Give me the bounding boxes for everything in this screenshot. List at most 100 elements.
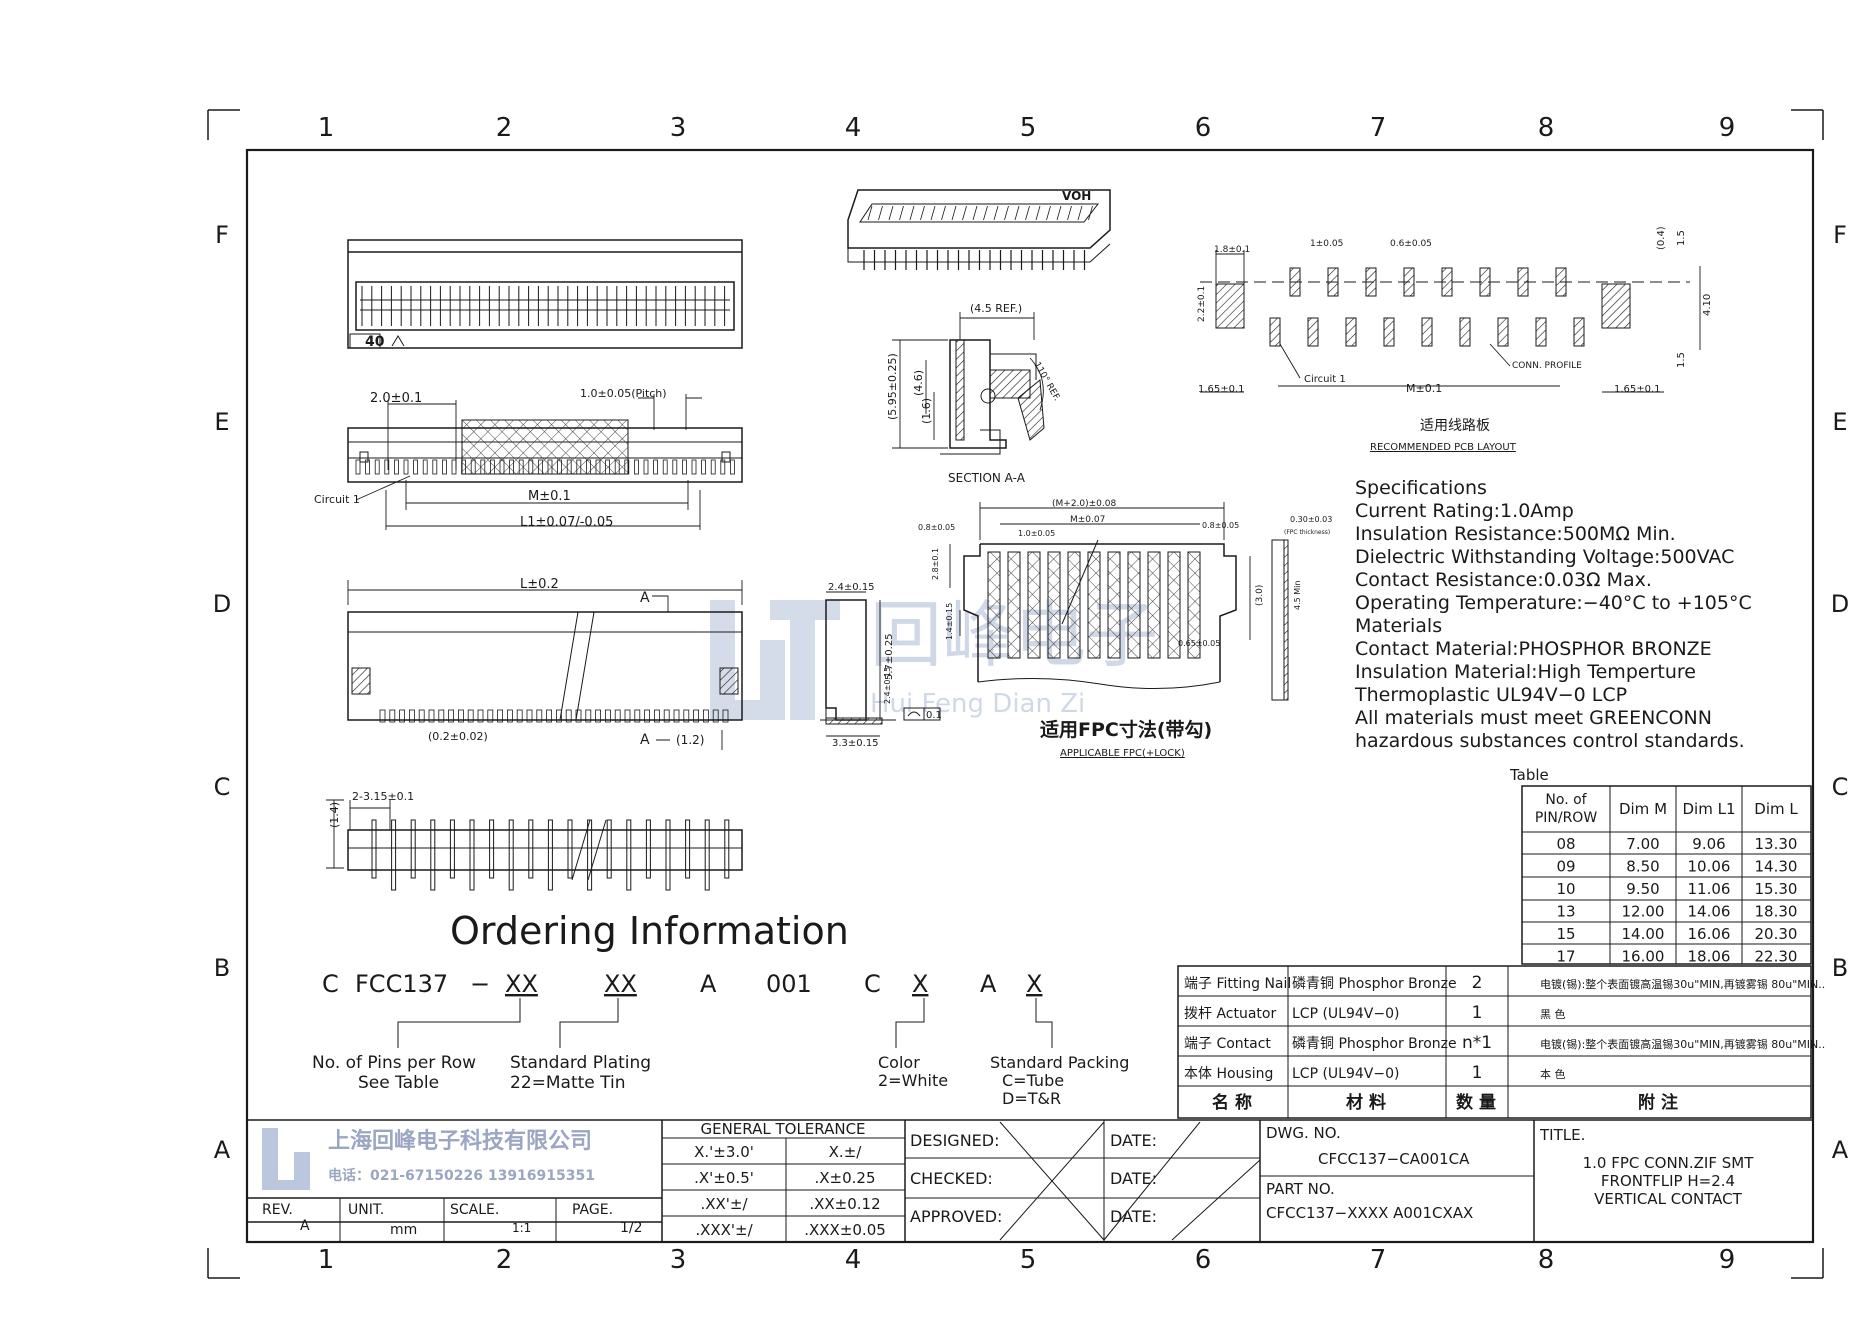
pcb-pad	[1365, 267, 1377, 297]
pin	[624, 709, 631, 723]
zone-row: D	[213, 590, 231, 618]
zone-col: 3	[670, 113, 687, 143]
ordering-note: Color	[878, 1053, 920, 1072]
table-cell: 7.00	[1626, 835, 1659, 853]
specifications: Specifications Current Rating:1.0Amp Ins…	[1354, 477, 1752, 752]
pin	[614, 459, 620, 475]
code-part: A	[700, 970, 717, 998]
pin	[567, 819, 573, 879]
dim-label: Circuit 1	[314, 493, 360, 506]
zone-col: 8	[1538, 1245, 1555, 1275]
dwg-number: CFCC137−CA001CA	[1318, 1150, 1470, 1168]
dim-label: 1.5	[1676, 230, 1687, 246]
pin	[673, 709, 680, 723]
page-label: PAGE.	[572, 1202, 613, 1218]
table-cell: 14.00	[1622, 925, 1665, 943]
zone-col: 1	[318, 1245, 335, 1275]
pin	[624, 459, 630, 475]
pcb-title: 适用线路板	[1420, 418, 1490, 434]
zone-col: 2	[496, 113, 513, 143]
pin	[662, 459, 668, 475]
title-line: VERTICAL CONTACT	[1594, 1190, 1742, 1208]
fpc-contact	[1087, 551, 1101, 659]
table-cell: 08	[1556, 835, 1575, 853]
spec-line: Contact Resistance:0.03Ω Max.	[1355, 569, 1652, 591]
pcb-pad	[1479, 267, 1491, 297]
dim-label: 3.3±0.15	[832, 738, 879, 749]
dim-label: 2.2±0.1	[1197, 286, 1207, 322]
fpc-contact	[1127, 551, 1141, 659]
zone-row: C	[214, 773, 231, 801]
dim-label: 2.4±0.15	[883, 667, 892, 704]
ordering-information: Ordering Information C FCC137 − XX XX A …	[312, 909, 1129, 1108]
pin	[365, 459, 371, 475]
zone-row: F	[215, 221, 229, 249]
dim-label: (3.0)	[1255, 585, 1265, 606]
dim-label: Circuit 1	[1304, 374, 1346, 385]
spec-line: Operating Temperature:−40°C to +105°C	[1355, 592, 1752, 614]
pin	[448, 709, 455, 723]
zone-col: 5	[1020, 113, 1037, 143]
zone-row: E	[214, 408, 229, 436]
pin	[576, 459, 582, 475]
pin	[413, 459, 419, 475]
table-cell: 8.50	[1626, 858, 1659, 876]
spec-line: Materials	[1355, 615, 1442, 637]
zone-col: 9	[1719, 113, 1736, 143]
pin	[557, 459, 562, 475]
pin	[470, 459, 476, 475]
dim-label: 1.0±0.05	[1018, 529, 1055, 538]
pin	[489, 819, 495, 879]
pin	[487, 709, 494, 723]
pin	[663, 709, 670, 723]
pcb-pad	[1555, 267, 1567, 297]
zone-col: 2	[496, 1245, 513, 1275]
pin	[428, 709, 435, 723]
dim-label: (FPC thickness)	[1284, 529, 1330, 536]
dim-label: 1.0±0.05(Pitch)	[580, 387, 667, 400]
pin	[722, 709, 729, 723]
pin	[469, 819, 475, 891]
dim-label: L±0.2	[520, 577, 559, 592]
contact-line	[983, 205, 988, 221]
dim-label: M±0.07	[1070, 515, 1105, 525]
ordering-note: Standard Packing	[990, 1053, 1129, 1072]
date-label: DATE:	[1110, 1131, 1157, 1150]
dimension-table: Table No. of PIN/ROW Dim M Dim L1 Dim L …	[1509, 766, 1812, 966]
pin	[547, 819, 553, 891]
pin	[605, 459, 610, 475]
pin	[653, 459, 658, 475]
zone-row: B	[1832, 954, 1848, 982]
pin	[480, 459, 486, 475]
pin	[526, 709, 533, 723]
zone-col: 3	[670, 1245, 687, 1275]
spec-line: Thermoplastic UL94V−0 LCP	[1354, 684, 1627, 706]
zone-col: 7	[1370, 1245, 1387, 1275]
pin	[391, 819, 397, 891]
tolerance-cell: .XXX±0.05	[804, 1221, 886, 1239]
contact-line	[1056, 205, 1062, 221]
contact-line	[1046, 205, 1051, 221]
code-part: X	[1026, 970, 1042, 998]
dim-label: 0.8±0.05	[1202, 521, 1239, 530]
pin	[720, 459, 726, 475]
contact-line	[1035, 205, 1041, 221]
bom-material: 磷青铜 Phosphor Bronze	[1292, 976, 1457, 992]
pcb-pad	[1403, 267, 1415, 297]
pin	[528, 459, 534, 475]
zone-col: 9	[1719, 1245, 1736, 1275]
dim-label: 2-3.15±0.1	[352, 790, 414, 803]
title-line: FRONTFLIP H=2.4	[1601, 1172, 1735, 1190]
bom-header: 附 注	[1638, 1092, 1678, 1113]
dim-label: 2.8±0.1	[931, 548, 940, 580]
table-header: Dim M	[1619, 800, 1667, 818]
fpc-contact	[1047, 551, 1061, 659]
pin	[606, 819, 612, 879]
zone-row: D	[1831, 590, 1849, 618]
pcb-layout-view: 1.8±0.1 1±0.05 0.6±0.05 (0.4) 1.5 2.2±0.…	[1197, 226, 1713, 453]
zone-col: 8	[1538, 113, 1555, 143]
zone-col: 7	[1370, 113, 1387, 143]
bom-header: 数 量	[1456, 1092, 1496, 1113]
pin	[410, 819, 416, 879]
pin	[693, 709, 699, 723]
